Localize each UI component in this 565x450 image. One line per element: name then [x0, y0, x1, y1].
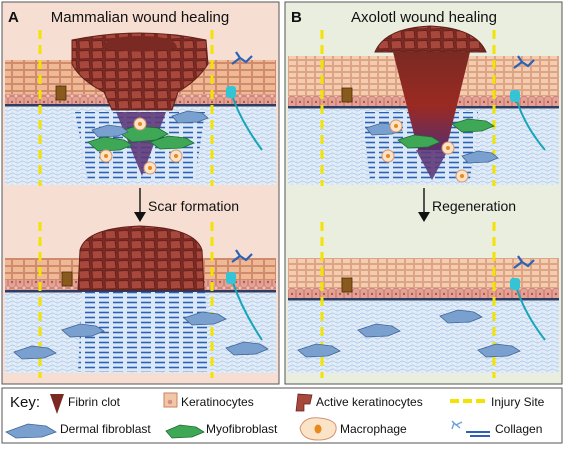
active-keratinocyte-icon [295, 393, 313, 412]
basement-membrane [288, 298, 559, 301]
nerve-and-melanocyte-group [226, 51, 546, 341]
wound-epidermis-cap [374, 25, 487, 53]
myofibroblast-cell [451, 118, 495, 133]
hair-follicle [341, 277, 353, 293]
dermal-fibroblast-cell [297, 343, 341, 358]
myofibroblast-icon [165, 424, 205, 439]
injury-site-lines [38, 30, 496, 378]
panel-b-transition-arrow [418, 188, 430, 222]
panel-a-transition-arrow [134, 188, 146, 222]
panel-b-arrow-label: Regeneration [432, 198, 516, 214]
cells-layer [13, 110, 521, 360]
key-item-label: Injury Site [491, 395, 545, 409]
scar-collagen-region [78, 292, 210, 372]
key-item-label: Macrophage [340, 422, 407, 436]
active-keratinocyte-mass [71, 32, 209, 111]
fibrin-clot [103, 36, 177, 52]
collagen-icon [451, 420, 490, 437]
key-item-label: Fibrin clot [68, 395, 121, 409]
dermal-fibroblast-cell [171, 110, 209, 124]
fibrin-clot-icon [50, 394, 64, 414]
dermal-fibroblast-icon [5, 423, 57, 439]
key-box [1, 387, 563, 444]
key-item-label: Collagen [495, 422, 542, 436]
panel-b-letter: B [291, 9, 302, 26]
dermis-layer [288, 301, 559, 373]
basal-layer [288, 288, 559, 298]
panel-a-letter: A [8, 9, 19, 26]
myofibroblast-cell [149, 135, 195, 150]
key-item-label: Active keratinocytes [316, 395, 423, 409]
hair-follicle [341, 87, 353, 103]
key-item-label: Myofibroblast [206, 422, 278, 436]
basement-membrane [5, 290, 276, 293]
dermal-fibroblast-cell [183, 311, 227, 326]
key-item-label: Dermal fibroblast [60, 422, 151, 436]
hair-follicle [61, 271, 73, 287]
dermal-fibroblast-cell [225, 341, 269, 356]
dermal-fibroblast-cell [91, 124, 129, 138]
scar-keratinocyte-mound [77, 225, 205, 291]
wound-wedge [416, 150, 448, 180]
key-item-label: Keratinocytes [181, 395, 254, 409]
panel-a-scar-outcome [5, 225, 276, 373]
panel-a-arrow-label: Scar formation [148, 198, 239, 214]
macrophage-nuclei [104, 122, 464, 178]
dermal-fibroblast-cell [61, 323, 105, 338]
panel-a-title: Mammalian wound healing [51, 9, 229, 26]
dermal-fibroblast-cell [461, 150, 499, 164]
keratinocyte-icon [163, 392, 178, 408]
key-title: Key: [10, 394, 40, 411]
dermal-fibroblast-cell [13, 345, 57, 360]
hair-follicle [55, 85, 67, 101]
panel-b-initial-wound [288, 25, 559, 185]
macrophage-icon [299, 417, 337, 441]
dermal-fibroblast-cell [477, 343, 521, 358]
myofibroblast-cell [397, 134, 441, 149]
dermal-fibroblast-cell [357, 323, 401, 338]
dermal-fibroblast-cell [439, 309, 483, 324]
fibrin-clot [393, 52, 470, 150]
panel-b-title: Axolotl wound healing [351, 9, 497, 26]
